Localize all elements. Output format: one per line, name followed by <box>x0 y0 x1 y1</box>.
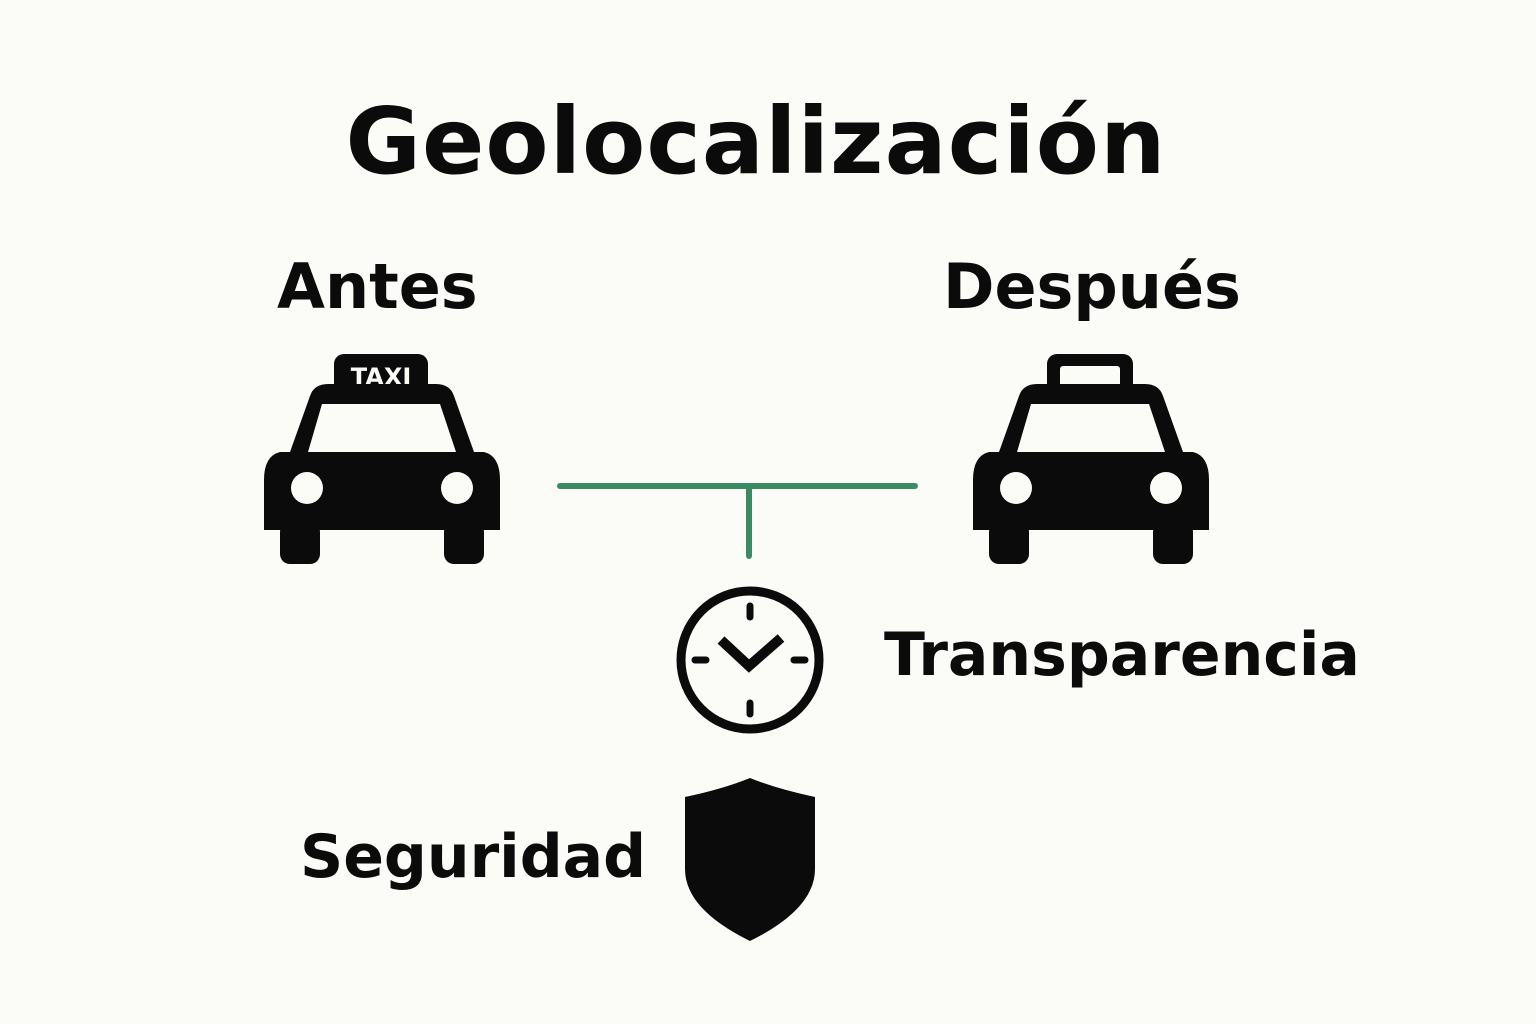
after-label: Después <box>943 250 1241 323</box>
t-connector <box>555 480 921 564</box>
taxi-without-sign-icon <box>971 352 1211 567</box>
security-label: Seguridad <box>300 822 647 892</box>
transparency-label: Transparencia <box>884 620 1360 690</box>
taxi-with-sign-icon: TAXI <box>262 352 502 567</box>
before-label: Antes <box>277 250 478 323</box>
page-title: Geolocalización <box>345 88 1167 195</box>
clock-icon <box>674 584 826 736</box>
shield-icon <box>683 777 817 943</box>
